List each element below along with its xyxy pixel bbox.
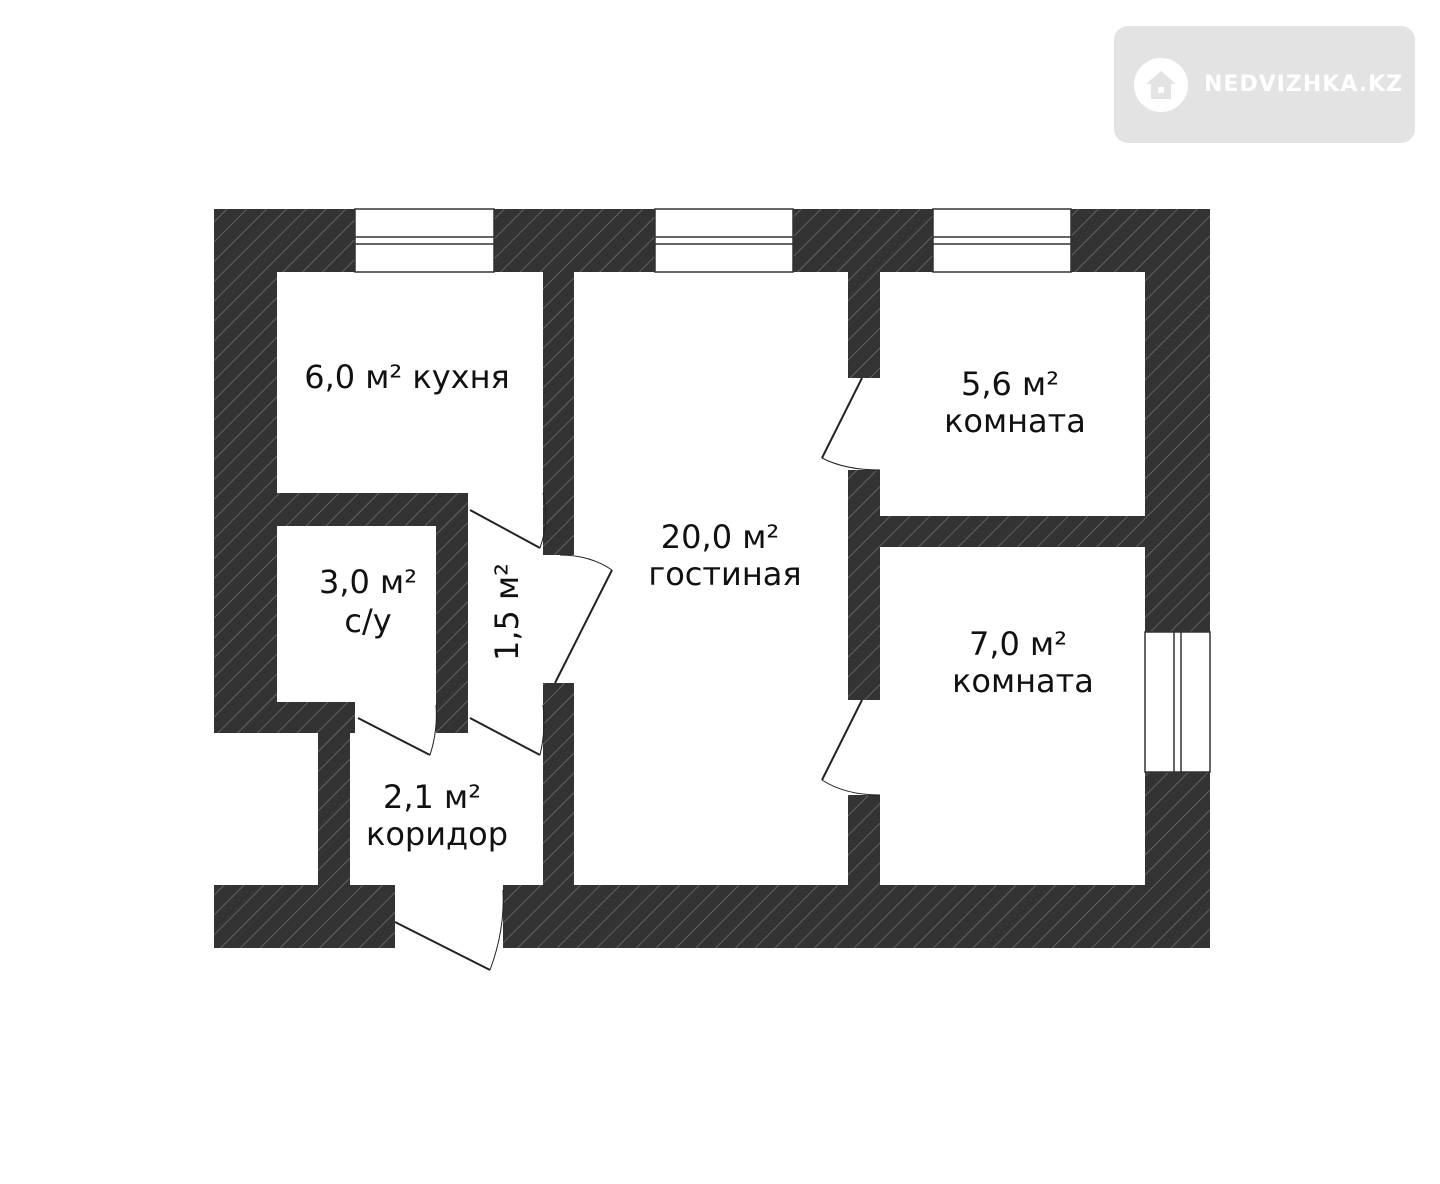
corridor-name: коридор (366, 815, 508, 853)
room1-area: 5,6 м² (961, 365, 1059, 403)
living-room (574, 272, 848, 885)
bathroom-room (277, 526, 436, 702)
living-area: 20,0 м² (661, 518, 779, 556)
window (654, 208, 794, 273)
kitchen-room (277, 272, 543, 493)
living-name: гостиная (648, 555, 801, 593)
windows (354, 208, 1211, 773)
corridor-area: 2,1 м² (383, 778, 481, 816)
room1-name: комната (944, 402, 1086, 440)
room-1 (880, 272, 1145, 516)
hall-room (468, 493, 543, 733)
corridor-room (350, 733, 543, 885)
window (1144, 631, 1211, 773)
room2-name: комната (952, 662, 1094, 700)
window (354, 208, 495, 273)
rooms (277, 272, 1145, 948)
room2-area: 7,0 м² (969, 625, 1067, 663)
house-icon (1134, 57, 1188, 112)
bathroom-name: с/у (344, 602, 391, 640)
room-2 (880, 547, 1145, 885)
window (932, 208, 1072, 273)
doors (357, 377, 881, 971)
watermark-text: NEDVIZHKA.KZ (1204, 72, 1404, 97)
kitchen-label: 6,0 м² кухня (304, 358, 510, 396)
bathroom-area: 3,0 м² (319, 563, 417, 601)
hall-area: 1,5 м² (488, 563, 526, 661)
watermark: NEDVIZHKA.KZ (1114, 26, 1415, 143)
